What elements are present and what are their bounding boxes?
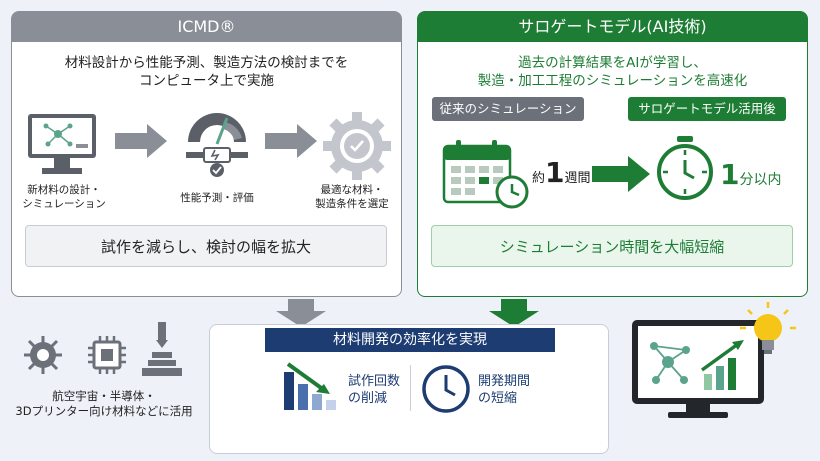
after-time-unit: 分以内 [739, 172, 782, 188]
calendar-clock-icon [442, 140, 529, 209]
after-tag: サロゲートモデル活用後 [628, 97, 786, 121]
step-design-line-2: シミュレーション [22, 198, 106, 210]
icmd-description-line-2: コンピュータ上で実施 [139, 73, 274, 89]
chip-icon [88, 336, 126, 374]
applications-line-2: 3Dプリンター向け材料などに活用 [15, 404, 193, 418]
icmd-result: 試作を減らし、検討の幅を拡大 [25, 225, 387, 267]
effect-period-line-1: 開発期間 [478, 374, 531, 389]
arrow-down-green-icon [489, 299, 539, 327]
after-time-number: 1 [720, 158, 740, 191]
surrogate-description-line-2: 製造・加工工程のシミュレーションを高速化 [477, 73, 748, 89]
effect-divider [410, 365, 411, 411]
stopwatch-icon [657, 136, 713, 200]
turbine-icon [24, 336, 62, 374]
step-select-line-2: 製造条件を選定 [315, 198, 389, 210]
effect-period-line-2: の短縮 [478, 391, 518, 406]
effect-period-reduction: 開発期間 の短縮 [478, 373, 530, 407]
arrow-right-icon [115, 124, 167, 158]
gauge-icon [186, 113, 248, 177]
icmd-description-line-1: 材料設計から性能予測、製造方法の検討までを [64, 55, 349, 71]
efficiency-box: 材料開発の効率化を実現 試作回数 の削減 開発期間 の短縮 [209, 324, 609, 454]
applications-text: 航空宇宙・半導体・ 3Dプリンター向け材料などに活用 [8, 389, 200, 419]
arrow-right-icon [265, 124, 317, 158]
step-select-label: 最適な材料・ 製造条件を選定 [302, 183, 402, 211]
3d-printer-icon [142, 322, 182, 376]
arrow-down-gray-icon [276, 299, 326, 327]
effect-trial-reduction: 試作回数 の削減 [348, 373, 400, 407]
clock-icon [422, 365, 470, 413]
before-time-prefix: 約 [532, 171, 546, 186]
step-predict-line-1: 性能予測・評価 [180, 192, 254, 204]
icmd-header: ICMD® [12, 12, 401, 42]
step-design-line-1: 新材料の設計・ [27, 184, 101, 196]
applications-line-1: 航空宇宙・半導体・ [52, 389, 156, 403]
icmd-panel: ICMD® 材料設計から性能予測、製造方法の検討までを コンピュータ上で実施 [11, 11, 402, 297]
before-time: 約1週間 [532, 156, 591, 189]
effect-trial-line-2: の削減 [348, 391, 388, 406]
step-predict-label: 性能予測・評価 [162, 191, 272, 205]
arrow-right-icon [592, 156, 650, 192]
surrogate-header: サロゲートモデル(AI技術) [418, 12, 807, 42]
ai-monitor-lightbulb-icon [632, 302, 796, 418]
before-time-unit: 週間 [564, 171, 591, 186]
surrogate-result: シミュレーション時間を大幅短縮 [431, 225, 793, 267]
before-tag: 従来のシミュレーション [432, 97, 584, 121]
surrogate-description-line-1: 過去の計算結果をAIが学習し、 [518, 55, 707, 71]
step-select-line-1: 最適な材料・ [320, 184, 384, 196]
surrogate-description: 過去の計算結果をAIが学習し、 製造・加工工程のシミュレーションを高速化 [418, 54, 807, 90]
effect-trial-line-1: 試作回数 [348, 374, 401, 389]
gear-check-icon [323, 112, 391, 180]
declining-bar-chart-icon [284, 362, 336, 410]
monitor-network-icon [28, 114, 96, 174]
after-time: 1分以内 [720, 158, 781, 191]
icmd-description: 材料設計から性能予測、製造方法の検討までを コンピュータ上で実施 [12, 54, 401, 90]
step-design-label: 新材料の設計・ シミュレーション [14, 183, 114, 211]
surrogate-panel: サロゲートモデル(AI技術) 過去の計算結果をAIが学習し、 製造・加工工程のシ… [417, 11, 808, 297]
before-time-number: 1 [545, 156, 565, 189]
efficiency-title: 材料開発の効率化を実現 [265, 328, 555, 352]
